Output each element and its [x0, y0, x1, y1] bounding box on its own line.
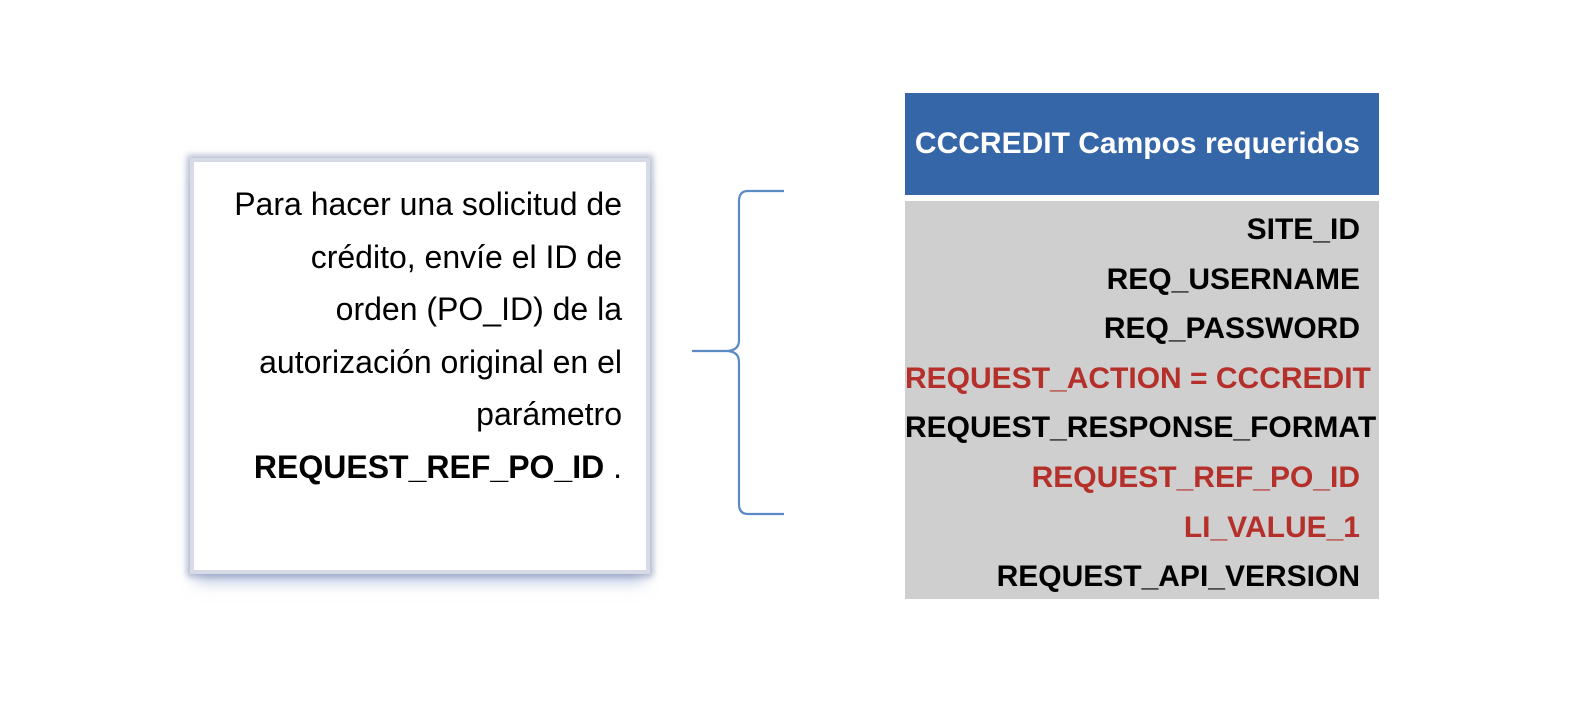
field-row: SITE_ID	[1246, 213, 1360, 246]
field-row-highlight: LI_VALUE_1	[1183, 510, 1360, 544]
note-line: autorización original en el	[259, 343, 622, 380]
note-line: Para hacer una solicitud de	[234, 186, 622, 222]
table-body: SITE_ID REQ_USERNAME REQ_PASSWORD REQUES…	[905, 201, 1379, 599]
note-line: crédito, envíe el ID de	[310, 238, 622, 275]
field-row: REQUEST_RESPONSE_FORMAT	[905, 411, 1377, 445]
curly-brace-icon	[692, 189, 784, 516]
note-period: .	[604, 448, 622, 485]
field-row-highlight: REQUEST_ACTION = CCCREDIT	[905, 361, 1371, 395]
table-header: CCCREDIT Campos requeridos	[905, 93, 1379, 195]
field-row: REQ_PASSWORD	[1103, 312, 1360, 346]
field-row-highlight: REQUEST_REF_PO_ID	[1031, 460, 1360, 494]
note-param: REQUEST_REF_PO_ID	[253, 448, 605, 485]
brace-path	[692, 189, 784, 516]
note-box: Para hacer una solicitud de crédito, env…	[190, 158, 650, 574]
required-fields-table: CCCREDIT Campos requeridos SITE_ID REQ_U…	[905, 93, 1379, 599]
note-line: parámetro	[476, 396, 622, 432]
note-line: orden (PO_ID) de la	[335, 291, 622, 327]
note-param-line: REQUEST_REF_PO_ID .	[218, 441, 622, 494]
field-row: REQ_USERNAME	[1106, 262, 1360, 296]
table-divider	[905, 195, 1379, 201]
field-row: REQUEST_API_VERSION	[996, 560, 1360, 594]
